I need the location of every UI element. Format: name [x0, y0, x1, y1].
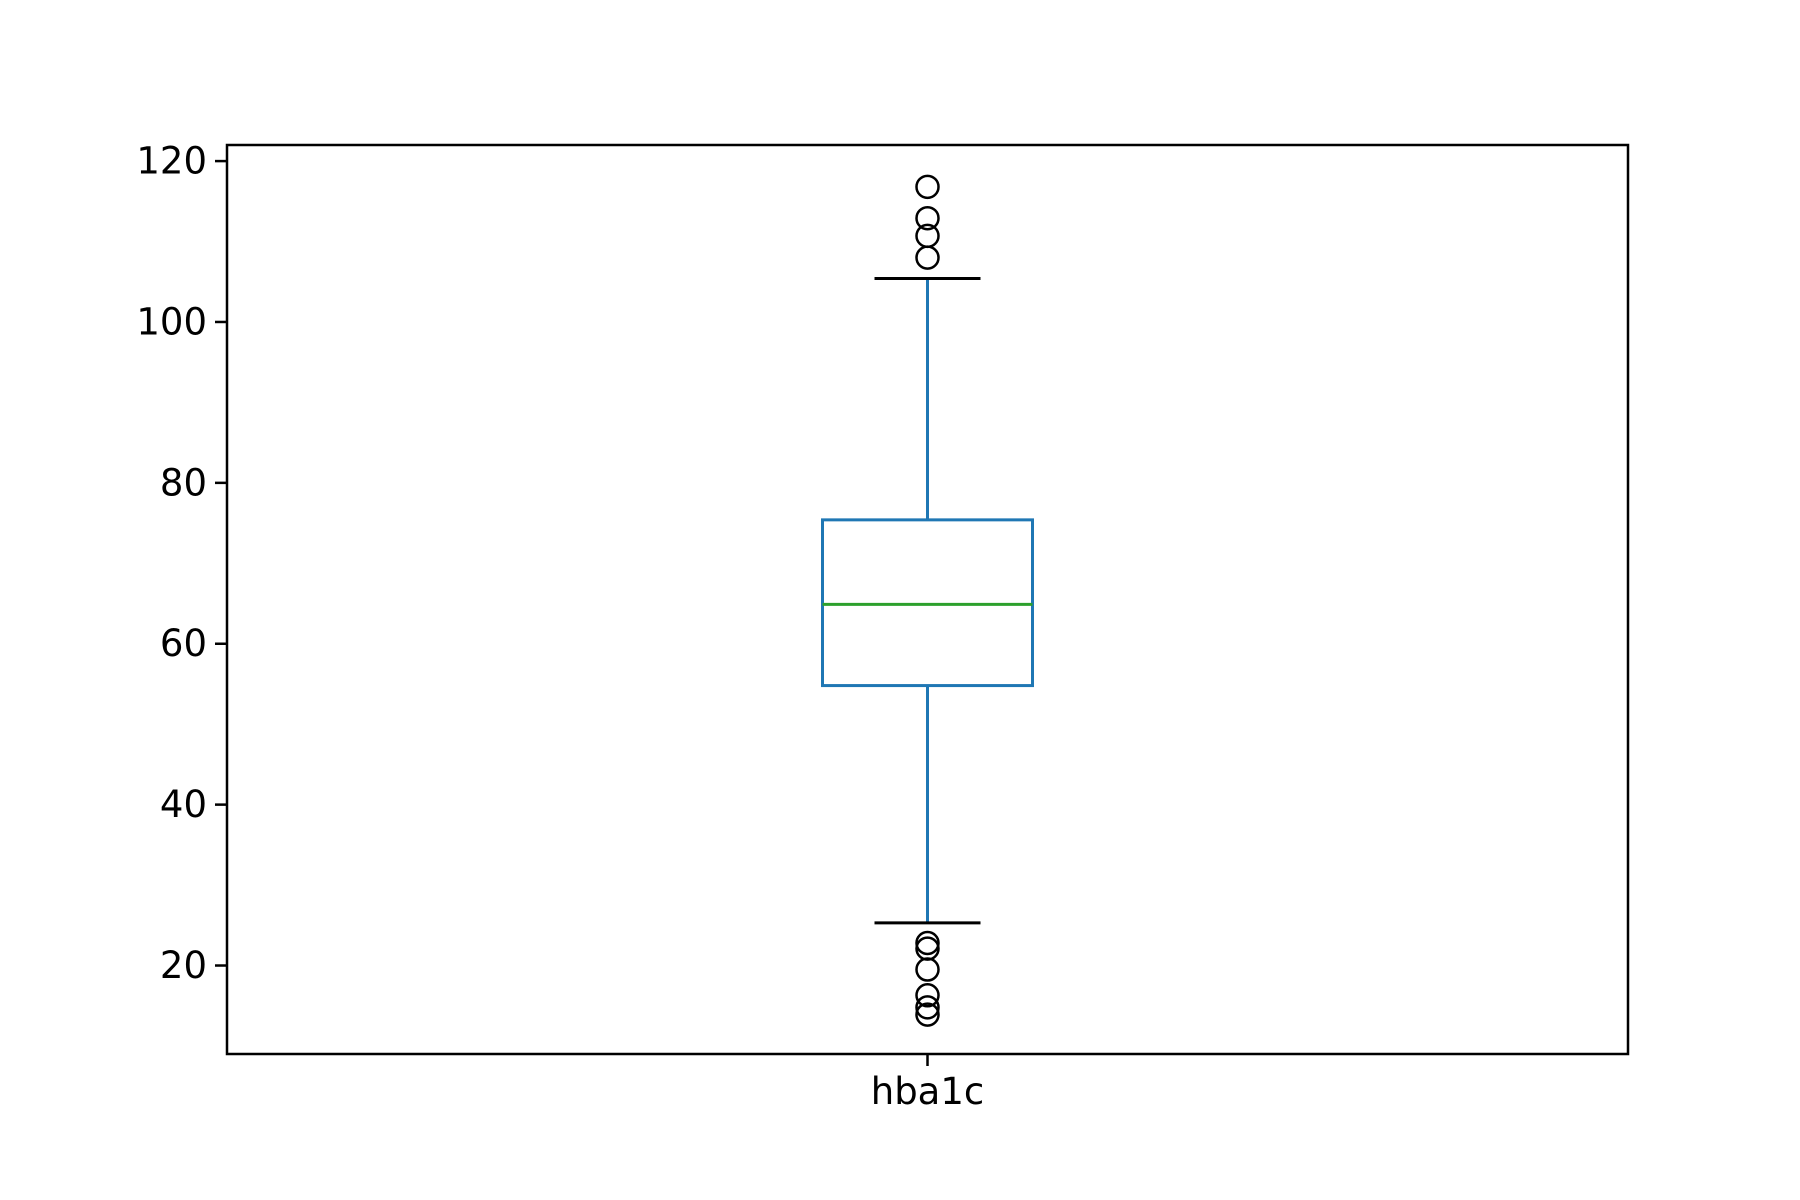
outlier-point: [915, 983, 940, 1008]
y-axis-ticks: 20 40 60 80 100 120: [136, 140, 227, 987]
iqr-box: [821, 518, 1034, 688]
outlier-point: [915, 205, 940, 231]
y-tick-label: 100: [136, 300, 207, 343]
y-tick-label: 80: [160, 461, 207, 504]
y-tick-label: 40: [160, 783, 207, 826]
axes-frame: [225, 143, 1630, 1056]
y-tick-label: 120: [136, 140, 207, 183]
outlier-point: [915, 995, 940, 1020]
y-tick-label: 20: [160, 944, 207, 987]
outlier-point: [915, 936, 940, 961]
x-tick-label: hba1c: [871, 1070, 985, 1113]
y-tick-label: 60: [160, 622, 207, 665]
plot-area: [821, 174, 1034, 1027]
outlier-point: [915, 174, 940, 200]
outlier-point: [915, 1002, 940, 1027]
x-axis-ticks: hba1c: [871, 1054, 985, 1113]
outlier-point: [915, 930, 940, 956]
outlier-point: [915, 223, 940, 249]
